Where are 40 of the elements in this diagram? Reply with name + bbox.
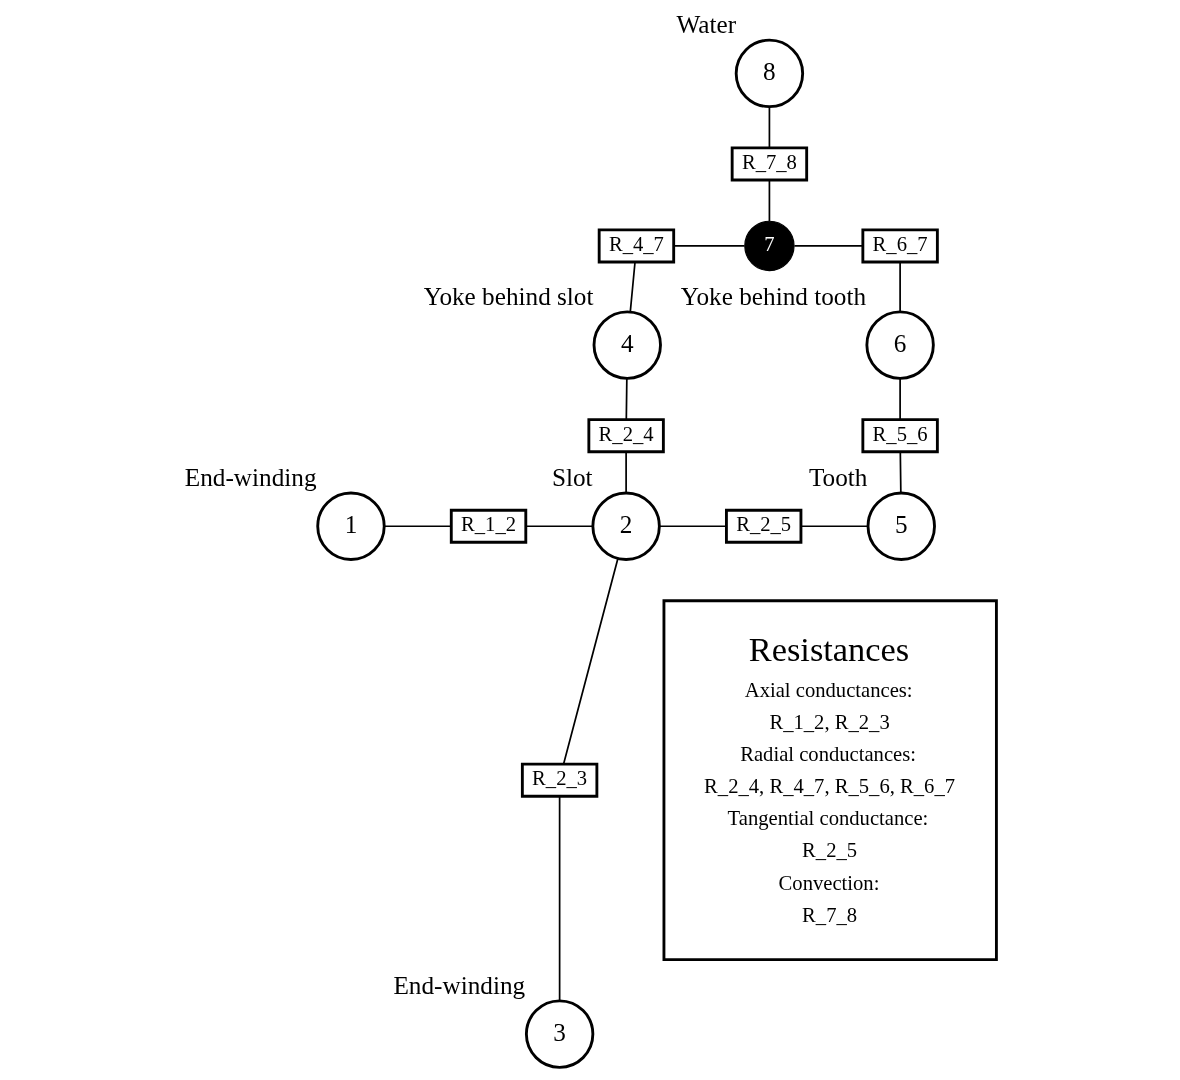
connector	[383, 525, 452, 528]
node-box: R_2_5	[725, 508, 803, 544]
node-circle: 8	[734, 38, 805, 109]
node-box: R_5_6	[861, 418, 939, 454]
node-circle: 6	[865, 310, 935, 380]
node-box: R_2_4	[587, 418, 665, 454]
connector	[768, 179, 771, 222]
node-box: R_6_7	[861, 228, 939, 264]
node-circle: 3	[524, 999, 595, 1069]
node-label: End-winding	[184, 463, 317, 491]
node-label: Slot	[551, 463, 593, 491]
connector	[768, 106, 771, 149]
node-circle: 7	[744, 220, 795, 272]
node-label: End-winding	[393, 971, 526, 999]
node-box: R_1_2	[449, 508, 528, 544]
node-box: R_7_8	[730, 146, 809, 182]
node-box: Resistances Axial conductances: R_1_2, R_2_3 Radial conductances: R_2_4, R_4_7, R_5_6, R_6_7 Tangential conductance: R_2_5 Convection: R_7_8	[662, 599, 998, 962]
connector	[525, 525, 594, 528]
connector	[800, 525, 869, 528]
connector	[629, 261, 636, 313]
connector	[625, 450, 627, 494]
connector	[899, 450, 902, 494]
node-circle: 1	[316, 491, 386, 561]
node-label: Tooth	[808, 463, 868, 491]
connector	[658, 525, 728, 528]
node-circle: 2	[591, 491, 661, 561]
connector	[672, 245, 746, 247]
node-circle: 5	[866, 491, 936, 561]
node-box: R_2_3	[520, 762, 599, 798]
node-box: R_4_7	[597, 228, 676, 264]
node-circle: 4	[592, 310, 662, 380]
node-label: Water	[676, 10, 737, 38]
connector	[793, 245, 864, 247]
connector	[625, 377, 628, 421]
connector	[562, 557, 619, 765]
node-label: Yoke behind tooth	[680, 282, 867, 310]
connector	[899, 377, 901, 421]
node-label: Yoke behind slot	[423, 282, 594, 310]
connector	[899, 261, 901, 313]
connector	[558, 795, 561, 1002]
